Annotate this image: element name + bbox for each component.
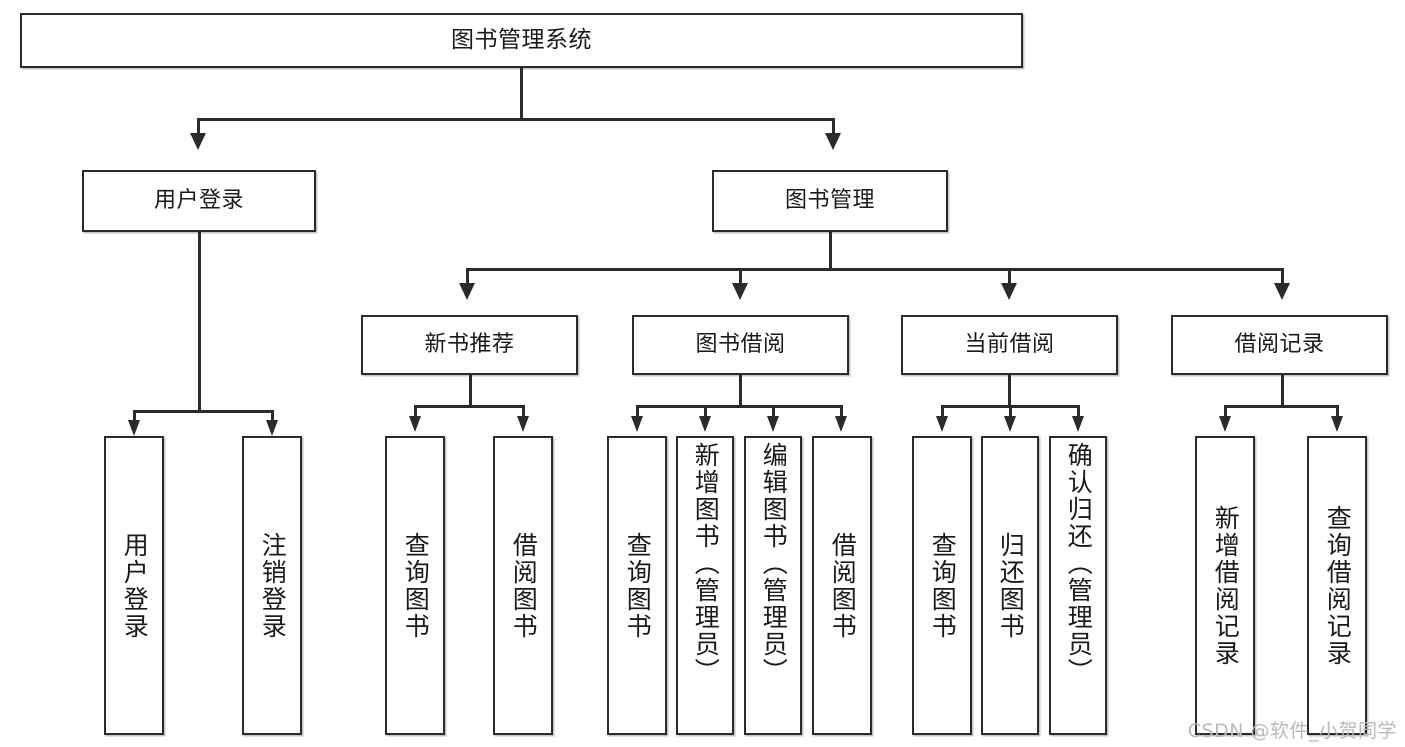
arrow-to-new-book [459,283,475,300]
arrow-leaf-query-book-b [631,416,643,432]
edge-borrow-record-bus [1224,405,1338,408]
node-label: 当前借阅 [964,331,1055,357]
leaf-borrow-book-recommend[interactable]: 借阅图书 [493,436,553,735]
node-borrow-record[interactable]: 借阅记录 [1171,315,1388,375]
node-user-login[interactable]: 用户登录 [82,170,316,232]
node-book-borrow[interactable]: 图书借阅 [632,315,849,375]
arrow-leaf-logout [266,420,278,436]
leaf-edit-book[interactable]: 编辑图书（管理员） [744,436,802,735]
node-label: 查询图书 [401,531,431,640]
node-book-manage[interactable]: 图书管理 [712,170,948,232]
edge-book-borrow-drop-4 [840,405,843,419]
edge-new-book-stem [469,375,472,407]
node-label: 图书管理 [784,187,875,213]
node-label: 确认归还（管理员） [1064,442,1094,685]
edge-book-borrow-drop-1 [636,405,639,419]
arrow-leaf-query-book-a [409,416,421,432]
node-label: 借阅图书 [828,531,858,640]
leaf-query-book-borrow[interactable]: 查询图书 [607,436,667,735]
leaf-borrow-book[interactable]: 借阅图书 [812,436,872,735]
node-label: 注销登录 [258,531,288,640]
node-label: 新增借阅记录 [1211,504,1241,667]
edge-book-manage-stem [829,232,832,270]
node-label: 归还图书 [996,531,1026,640]
leaf-logout[interactable]: 注销登录 [242,436,302,735]
csdn-watermark: CSDN @软件_小贺同学 [1187,720,1397,742]
node-label: 新增图书（管理员） [691,442,721,685]
arrow-to-current-borrow [1001,283,1017,300]
edge-new-book-drop-1 [414,405,417,419]
node-label: 查询借阅记录 [1323,504,1353,667]
edge-root-stem [520,68,523,120]
edge-level3-drop-2 [739,268,742,286]
node-label: 查询图书 [928,531,958,640]
edge-current-borrow-stem [1008,375,1011,407]
node-label: 用户登录 [153,187,244,213]
edge-level3-drop-1 [466,268,469,286]
leaf-query-borrow-record[interactable]: 查询借阅记录 [1307,436,1367,735]
node-new-book-recommend[interactable]: 新书推荐 [361,315,578,375]
node-label: 借阅记录 [1234,331,1325,357]
arrow-leaf-borrow-book-a [517,416,529,432]
node-label: 图书借阅 [695,331,786,357]
arrow-leaf-edit-book [767,416,779,432]
arrow-leaf-add-record [1219,416,1231,432]
edge-level3-drop-4 [1281,268,1284,286]
edge-user-login-stem [198,232,201,412]
arrow-leaf-return-book [1004,416,1016,432]
edge-book-borrow-drop-3 [772,405,775,419]
arrow-leaf-add-book [699,416,711,432]
arrow-leaf-borrow-book-b [835,416,847,432]
leaf-add-book[interactable]: 新增图书（管理员） [676,436,734,735]
edge-book-borrow-bus [636,405,842,408]
leaf-return-book[interactable]: 归还图书 [981,436,1039,735]
edge-current-borrow-drop-3 [1077,405,1080,419]
edge-new-book-bus [414,405,524,408]
edge-user-login-bus [133,410,273,413]
edge-user-login-drop-1 [133,410,136,424]
edge-current-borrow-drop-1 [941,405,944,419]
leaf-query-book-recommend[interactable]: 查询图书 [385,436,445,735]
edge-book-borrow-stem [739,375,742,407]
leaf-add-borrow-record[interactable]: 新增借阅记录 [1195,436,1255,735]
edge-root-bus [197,118,835,121]
arrow-to-book-borrow [732,283,748,300]
node-label: 查询图书 [623,531,653,640]
node-current-borrow[interactable]: 当前借阅 [901,315,1118,375]
edge-level3-bus [466,268,1284,271]
edge-book-borrow-drop-2 [704,405,707,419]
arrow-leaf-confirm-return [1072,416,1084,432]
edge-root-to-book-manage [832,118,835,136]
edge-user-login-drop-2 [271,410,274,424]
arrow-to-user-login [190,133,206,150]
leaf-confirm-return[interactable]: 确认归还（管理员） [1049,436,1107,735]
node-label: 图书管理系统 [451,27,592,54]
edge-level3-drop-3 [1008,268,1011,286]
leaf-user-login[interactable]: 用户登录 [104,436,164,735]
arrow-leaf-query-record [1331,416,1343,432]
node-label: 新书推荐 [424,331,515,357]
arrow-leaf-user-login [128,420,140,436]
node-label: 编辑图书（管理员） [759,442,789,685]
edge-borrow-record-drop-2 [1336,405,1339,419]
node-root-system[interactable]: 图书管理系统 [20,13,1023,68]
node-label: 用户登录 [120,531,150,640]
edge-root-to-user-login [197,118,200,136]
node-label: 借阅图书 [509,531,539,640]
edge-new-book-drop-2 [522,405,525,419]
edge-borrow-record-drop-1 [1224,405,1227,419]
arrow-to-borrow-record [1274,283,1290,300]
arrow-to-book-manage [825,133,841,150]
edge-current-borrow-drop-2 [1009,405,1012,419]
leaf-query-book-current[interactable]: 查询图书 [912,436,972,735]
edge-borrow-record-stem [1281,375,1284,407]
arrow-leaf-query-book-c [936,416,948,432]
